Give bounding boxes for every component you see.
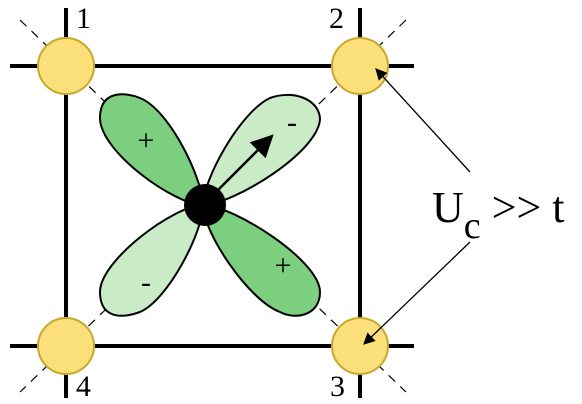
plaquette-square [64,64,362,348]
center-atom [184,184,226,226]
site-label-2: 2 [329,2,344,35]
lobe-lower-right [201,203,322,317]
arrow-to-site-3 [363,241,471,345]
sign-lower-left: - [141,266,151,299]
site-label-4: 4 [76,370,91,403]
site-label-3: 3 [330,370,345,403]
interaction-annotation: Uc >> t [432,183,565,247]
annotation-relation: >> t [481,183,565,232]
arrow-to-site-2 [375,68,471,173]
annotation-u: U [432,183,464,232]
site-4 [37,317,95,375]
sign-upper-right: - [287,106,297,139]
sign-upper-left: + [138,124,155,157]
lattice-sites [37,37,389,375]
site-1 [37,37,95,95]
sign-lower-right: + [275,249,292,282]
site-2 [331,37,389,95]
interaction-arrows [363,68,471,345]
site-3 [331,317,389,375]
lobe-upper-left [98,93,205,207]
lobe-lower-left [98,203,205,317]
site-label-1: 1 [76,2,91,35]
annotation-subscript: c [464,205,481,247]
